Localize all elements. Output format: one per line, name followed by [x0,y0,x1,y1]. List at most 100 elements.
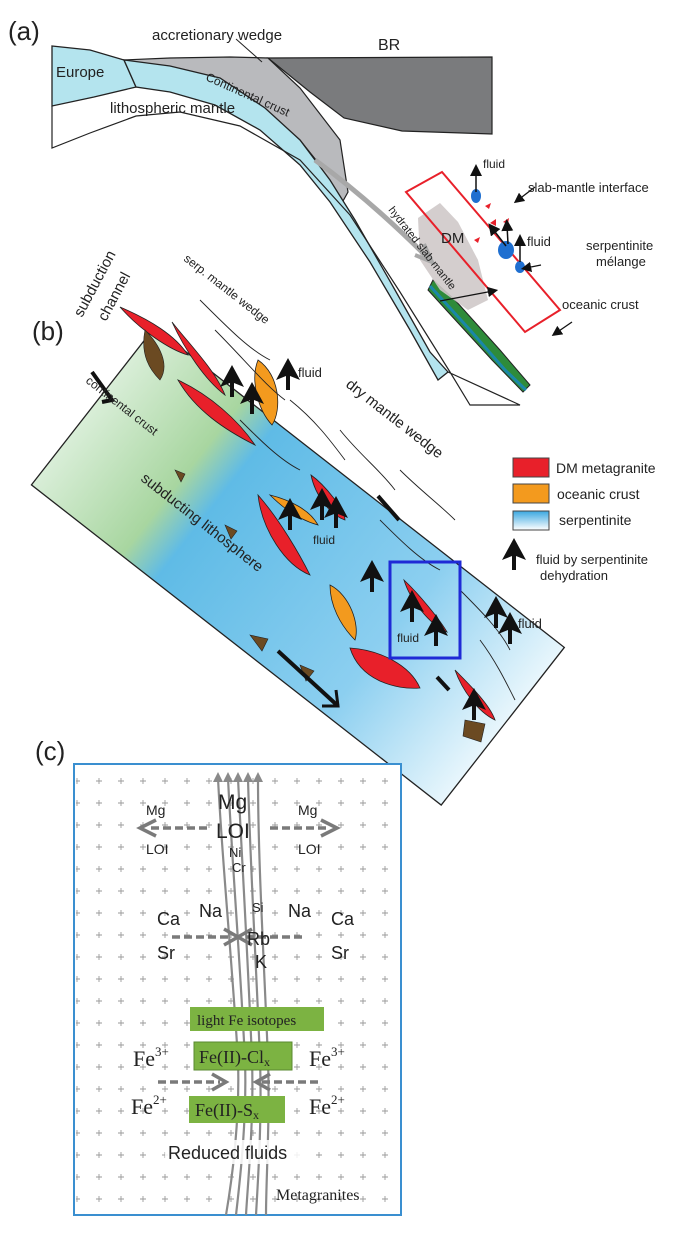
label-c-rb: Rb [247,929,270,949]
dm-metagranite-lens [119,306,189,356]
dm-metagranite-lens [349,647,421,689]
fluid-arrow [501,219,514,245]
leader-arrow [520,261,542,273]
label-fe-s: Fe(II)-Sx [195,1100,259,1122]
oceanic-crust-lens [254,359,279,426]
fluid-arrows [220,358,522,720]
leader-arrow [513,186,536,204]
reduced-fluids-bg [165,1140,313,1164]
oceanic-slab [427,279,531,393]
fe-cl-subscript: x [264,1055,270,1069]
label-c-si: Si [252,900,264,915]
label-c-k: K [255,952,267,972]
foliation-lines [199,299,516,701]
label-fe3-left: Fe3+ [133,1044,169,1071]
legend-fluid-arrow-icon [502,538,526,570]
label-oceanic-crust: oceanic crust [562,297,639,312]
box-light-fe-isotopes [190,1007,324,1031]
panel-c: (c) [35,736,402,1216]
label-c-right-mg: Mg [298,802,317,818]
fe-symbol: Fe [133,1046,155,1071]
panel-b-label: (b) [32,316,64,346]
flux-arrowheads [136,818,341,1092]
fe-charge: 2+ [331,1092,345,1107]
subducting-arrowhead [322,689,340,708]
legend-swatch-oceanic-crust [512,483,550,504]
label-melange: mélange [596,254,646,269]
zoom-box [388,560,462,660]
subduction-arrowhead [414,243,436,266]
panel-b: (b) subduction channel [30,248,656,806]
label-metagranites: Metagranites [276,1187,360,1204]
shear-sense-arrow [435,675,451,692]
label-fe2-left: Fe2+ [131,1092,167,1119]
continental-crust-band [122,59,449,381]
label-lithospheric-mantle: lithospheric mantle [110,100,235,117]
legend-swatch-dm-metagranite [512,457,550,478]
label-c-left-ca: Ca [157,909,181,929]
lithospheric-mantle-outline [51,106,521,406]
label-c-right-na: Na [288,901,312,921]
shear-sense-arrow [376,494,401,522]
label-c-left-na: Na [199,901,223,921]
label-slab-mantle-interface: slab-mantle interface [528,180,649,195]
legend-label-dm-metagranite: DM metagranite [556,460,656,476]
subducting-direction-arrow [276,649,340,708]
legend-label-fluid-line2: dehydration [540,568,608,583]
label-fluid-2: fluid [313,533,335,547]
label-c-left-mg: Mg [146,802,165,818]
label-dry-mantle-wedge: dry mantle wedge [343,376,447,462]
label-fe-cl: Fe(II)-Clx [199,1047,270,1069]
fe-s-subscript: x [253,1108,259,1122]
oceanic-crust-lens [329,584,357,641]
subduction-direction-arrow [313,157,430,260]
label-c-left-sr: Sr [157,943,175,963]
slab-mantle-interface-box [404,170,562,334]
label-br: BR [378,37,400,54]
panel-a-label: (a) [8,16,40,46]
legend-label-oceanic-crust: oceanic crust [557,486,640,502]
label-c-center-mg: Mg [218,791,247,814]
label-fe3-right: Fe3+ [309,1044,345,1071]
label-fluid-mid: fluid [527,234,551,249]
label-reduced-fluids: Reduced fluids [168,1143,287,1163]
serpentinite-blob [471,189,481,203]
br-block [266,56,493,135]
label-c-left-loi: LOI [146,841,169,857]
legend-label-fluid-line1: fluid by serpentinite [536,552,648,567]
label-fe2-right: Fe2+ [309,1092,345,1119]
brown-fragments [143,329,486,743]
label-c-right-ca: Ca [331,909,355,929]
dm-metagranite-lens [177,379,257,447]
label-accretionary-wedge: accretionary wedge [152,27,282,44]
dashed-flux-arrows [148,826,329,1084]
leader-arrow [551,321,573,336]
label-c-right-loi: LOI [298,841,321,857]
label-dm: DM [441,230,464,247]
slab-mantle-interface-zone [418,203,488,310]
fe-charge: 3+ [155,1044,169,1059]
panel-c-label: (c) [35,736,65,766]
leader-arrow [439,286,499,302]
fe-symbol: Fe [309,1046,331,1071]
metagranite-pattern [76,766,399,1213]
panel-a: (a) accretiona [8,16,653,406]
label-fluid-4: fluid [518,616,542,631]
legend: DM metagranite oceanic crust serpentinit… [502,457,656,583]
label-fluid-3: fluid [397,631,419,645]
label-serpentinite: serpentinite [586,238,653,253]
box-fe-s [189,1096,285,1123]
fe-s-main: Fe(II)-S [195,1100,253,1121]
legend-swatch-serpentinite [512,510,550,531]
serpentinite-blob [515,261,525,273]
box-fe-cl [193,1041,293,1071]
fluid-arrow [488,223,507,247]
label-c-center-cr: Cr [232,860,246,875]
label-c-right-sr: Sr [331,943,349,963]
shear-sense-arrow [90,370,116,404]
label-serp-mantle-wedge: serp. mantle wedge [181,251,272,327]
label-light-fe-isotopes: light Fe isotopes [197,1013,296,1029]
leader-line [235,38,263,63]
label-fluid-top: fluid [483,157,505,171]
serpentinite-blob [498,241,514,259]
